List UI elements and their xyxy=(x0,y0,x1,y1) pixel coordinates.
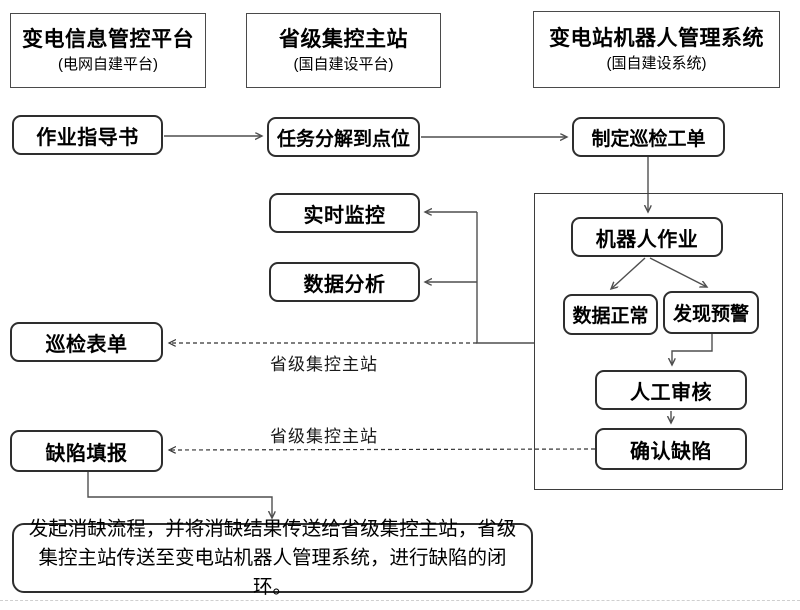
arrow-alert-to-review xyxy=(672,334,713,365)
arrow-robot-to-normal xyxy=(611,257,646,289)
line-system-branch xyxy=(476,212,534,344)
header-subtitle: (国自建设系统) xyxy=(606,54,707,72)
header-robot-system: 变电站机器人管理系统 (国自建设系统) xyxy=(533,11,780,88)
edge-label-provincial-station-2: 省级集控主站 xyxy=(270,427,378,446)
dashed-arrow-to-defect-report xyxy=(169,449,596,450)
header-provincial-station: 省级集控主站 (国自建设平台) xyxy=(246,13,441,88)
node-manual-review: 人工审核 xyxy=(595,370,747,410)
node-create-order: 制定巡检工单 xyxy=(572,117,725,157)
node-inspection-form: 巡检表单 xyxy=(10,322,163,362)
node-alert-found: 发现预警 xyxy=(663,291,759,334)
header-info-platform: 变电信息管控平台 (电网自建平台) xyxy=(10,13,206,88)
node-data-analysis: 数据分析 xyxy=(269,262,420,302)
header-subtitle: (电网自建平台) xyxy=(58,55,158,73)
node-data-normal: 数据正常 xyxy=(563,294,658,335)
robot-system-container xyxy=(534,193,783,490)
node-task-decompose: 任务分解到点位 xyxy=(267,117,420,157)
header-title: 变电站机器人管理系统 xyxy=(549,26,764,50)
page-bottom-rule xyxy=(0,600,800,601)
header-title: 变电信息管控平台 xyxy=(22,27,194,51)
arrow-robot-to-alert xyxy=(649,257,707,287)
node-defect-report: 缺陷填报 xyxy=(10,430,163,472)
node-confirm-defect: 确认缺陷 xyxy=(595,428,747,470)
node-robot-work: 机器人作业 xyxy=(571,217,723,257)
node-realtime-monitor: 实时监控 xyxy=(269,193,420,233)
bottom-note: 发起消缺流程，并将消缺结果传送给省级集控主站，省级集控主站传送至变电站机器人管理… xyxy=(12,518,533,598)
header-subtitle: (国自建设平台) xyxy=(293,55,394,73)
header-title: 省级集控主站 xyxy=(279,27,408,51)
edge-label-provincial-station-1: 省级集控主站 xyxy=(270,355,378,374)
arrow-defect-to-note xyxy=(87,472,272,518)
node-work-guide: 作业指导书 xyxy=(12,115,163,155)
